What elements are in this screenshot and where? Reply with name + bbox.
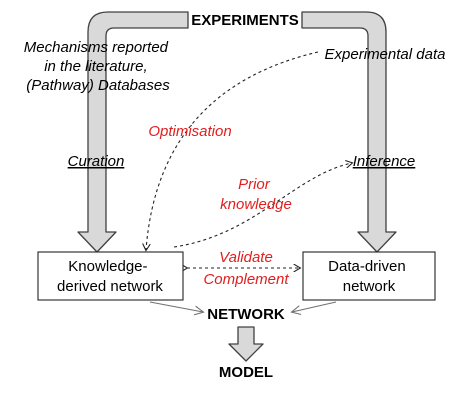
knowledge-derived-network-label: Knowledge- derived network (57, 258, 163, 295)
knowledge-line-2: derived network (57, 278, 163, 295)
validate-label: Validate (219, 249, 273, 266)
complement-label: Complement (203, 271, 289, 288)
prior-knowledge-line-1: Prior (238, 176, 271, 193)
mechanisms-line-1: Mechanisms reported (24, 39, 169, 56)
optimisation-label: Optimisation (148, 123, 231, 140)
data-driven-network-box (302, 251, 436, 301)
inference-label: Inference (353, 153, 416, 170)
experiments-label: EXPERIMENTS (191, 12, 299, 29)
mechanisms-label: Mechanisms reported in the literature, (… (24, 39, 172, 94)
data-driven-line-1: Data-driven (328, 258, 406, 275)
knowledge-line-1: Knowledge- (68, 258, 147, 275)
mechanisms-line-2: in the literature, (44, 58, 147, 75)
mechanisms-line-3: (Pathway) Databases (26, 77, 170, 94)
knowledge-derived-network-box (37, 251, 184, 301)
data-driven-line-2: network (343, 278, 396, 295)
curation-flow-arrow (77, 11, 189, 253)
data-to-network-arrow (292, 301, 337, 312)
knowledge-to-network-arrow (149, 301, 203, 312)
network-to-model-arrow (228, 326, 264, 362)
optimisation-arrow (146, 51, 319, 250)
model-label: MODEL (219, 364, 273, 381)
prior-knowledge-label: Prior knowledge (220, 176, 292, 213)
experimental-data-label: Experimental data (325, 46, 446, 63)
inference-flow-arrow (301, 11, 397, 253)
curation-label: Curation (68, 153, 125, 170)
data-driven-network-label: Data-driven network (328, 258, 410, 295)
prior-knowledge-line-2: knowledge (220, 196, 292, 213)
network-label: NETWORK (207, 306, 285, 323)
